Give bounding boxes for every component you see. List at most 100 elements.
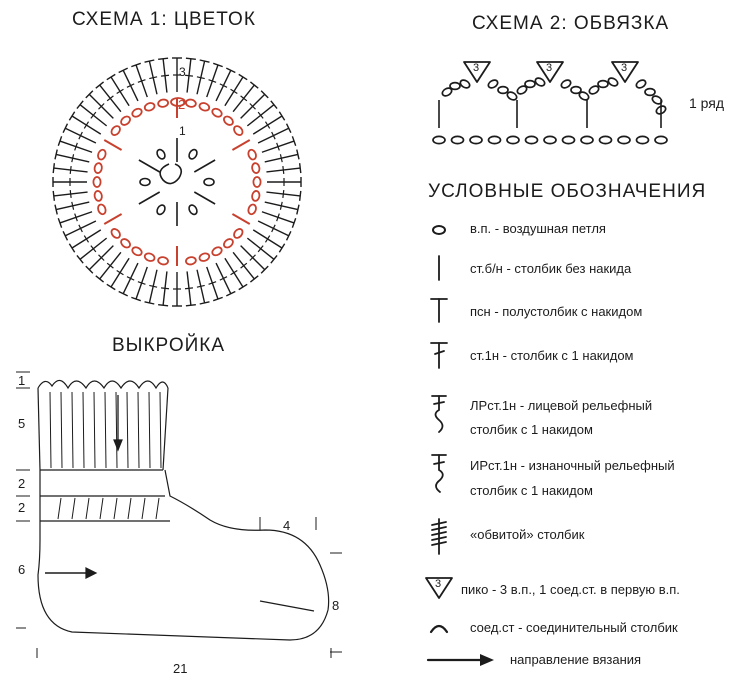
cuff-rib	[49, 391, 52, 469]
round1-chain	[188, 204, 198, 216]
round3-stitch-top	[106, 73, 116, 81]
round3-stitch-bar	[257, 245, 264, 253]
round3-stitch-bar	[126, 276, 135, 281]
band-stroke	[155, 497, 160, 520]
picot-number-1: 3	[473, 62, 480, 74]
round3-stitch-bar	[74, 142, 78, 151]
arch-chain-loop	[487, 79, 499, 89]
pattern-title: ВЫКРОЙКА	[112, 335, 225, 356]
round1-chain	[203, 177, 215, 187]
round3-stitch-bar	[90, 111, 97, 119]
arch-chain-loop	[560, 79, 572, 89]
round3-stitch-bar	[264, 235, 271, 243]
round3-stitch-top	[291, 136, 297, 146]
round3-stitch-bar	[249, 254, 256, 261]
legend-slip-text: соед.ст - соединительный столбик	[470, 620, 678, 635]
round3-stitch-top	[54, 204, 58, 215]
round3-stitch-top	[238, 73, 248, 81]
round3-stitch-bar	[160, 74, 170, 77]
round3-stitch-bar	[74, 213, 78, 222]
arch-chain-loop	[578, 91, 590, 101]
cuff-rib	[159, 391, 162, 469]
round2-chain	[252, 176, 262, 188]
round3-stitch-bar	[219, 83, 228, 88]
legend-picot-text: пико - 3 в.п., 1 соед.ст. в первую в.п.	[461, 582, 680, 597]
round3-stitch-bar	[276, 142, 280, 151]
round2-chain	[211, 107, 223, 118]
scheme1-title: СХЕМА 1: ЦВЕТОК	[72, 9, 256, 30]
round3-stitch-top	[298, 163, 302, 174]
round3-stitch-bar	[271, 224, 276, 233]
round2-chain	[143, 252, 156, 262]
round2-chain	[120, 115, 131, 126]
round2-chain	[97, 148, 107, 161]
chain-stitch-icon	[432, 225, 446, 235]
base-chain-loop	[524, 135, 539, 145]
round3-stitch-top	[118, 67, 129, 74]
double-crochet-icon	[430, 342, 448, 369]
round3-stitch-top	[270, 100, 278, 110]
round3-stitch-bar	[279, 201, 283, 210]
row-label: 1 ряд	[689, 95, 725, 111]
round2-chain	[110, 228, 121, 239]
arch-chain-loop	[655, 105, 667, 115]
arch-chain-loop	[497, 85, 509, 95]
round2-stitch	[231, 213, 251, 225]
round2-chain	[120, 238, 131, 249]
legend-fpdc-text2: столбик с 1 накидом	[470, 422, 593, 437]
arch-chain-loop	[506, 91, 518, 101]
round3-stitch-top	[52, 190, 56, 201]
dim-2a: 2	[18, 476, 26, 491]
round3-stitch-top	[76, 100, 84, 110]
round2-chain	[251, 190, 261, 202]
round3-stitch-bar	[126, 83, 135, 88]
round2-chain	[233, 125, 244, 136]
round3-stitch-bar	[78, 131, 83, 140]
front-post-dc-icon	[431, 395, 447, 433]
round1-chain	[156, 148, 166, 160]
round1-stitch	[193, 191, 216, 205]
round2-stitch	[231, 139, 251, 151]
base-chain-loop	[561, 135, 576, 145]
band-stroke	[141, 497, 146, 520]
arch-chain-loop	[441, 87, 453, 97]
band-stroke	[113, 497, 118, 520]
arch-chain-loop	[635, 79, 647, 89]
band-stroke	[99, 497, 104, 520]
legend-bpdc-text2: столбик с 1 накидом	[470, 483, 593, 498]
legend-sc-text: ст.б/н - столбик без накида	[470, 261, 632, 276]
round3-stitch-top	[260, 265, 269, 274]
arch-chain-loop	[449, 81, 461, 91]
round3-stitch-bar	[71, 201, 75, 210]
round3-stitch-bar	[240, 95, 248, 102]
round3-stitch-bar	[196, 284, 205, 288]
arch-chain-loop	[644, 87, 656, 97]
round3-stitch-top	[85, 265, 94, 274]
round3-stitch-top	[278, 243, 286, 253]
band-stroke	[127, 497, 132, 520]
back-post-dc-icon	[431, 454, 447, 493]
round3-stitch-top	[270, 254, 278, 264]
round3-stitch-top	[296, 149, 300, 160]
round2-chain	[157, 98, 169, 108]
base-chain-loop	[580, 135, 594, 145]
round2-start-chain	[170, 97, 186, 107]
round2-chain	[131, 107, 143, 118]
base-chain-loop	[487, 135, 502, 145]
scheme2-title: СХЕМА 2: ОБВЯЗКА	[472, 13, 670, 34]
round3-stitch-bar	[116, 88, 124, 95]
round3-stitch-bar	[279, 154, 283, 163]
cuff-rib	[137, 391, 140, 469]
round3-stitch-top	[158, 57, 169, 61]
round2-stitch	[103, 139, 123, 151]
round3-stitch-top	[158, 303, 169, 307]
arch-chain-loop	[588, 85, 600, 95]
round3-stitch-top	[54, 149, 58, 160]
round2-chain	[211, 246, 223, 257]
round3-stitch-bar	[106, 95, 114, 102]
cuff-rib	[60, 391, 63, 469]
cuff-rib	[71, 391, 74, 469]
round3-stitch-bar	[208, 281, 217, 285]
